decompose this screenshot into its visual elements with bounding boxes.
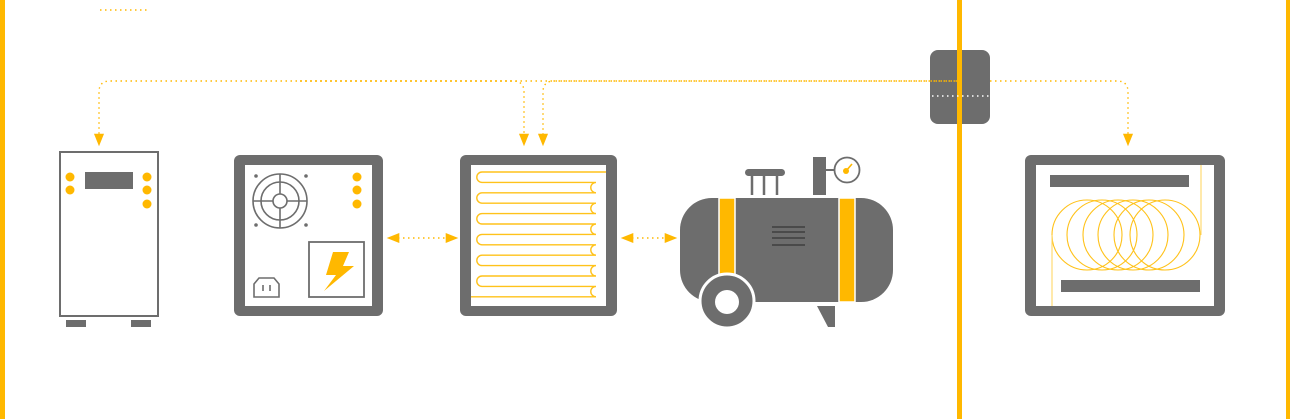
- power-socket-icon: [253, 277, 280, 298]
- coil-loop: [1066, 199, 1138, 271]
- connector-to-tower: [93, 80, 962, 147]
- divider-line: [957, 0, 962, 419]
- connector-to-induction: [990, 80, 1134, 147]
- connector-to-panel-a: [300, 80, 530, 147]
- coil-loop: [1129, 199, 1201, 271]
- right-accent-bar: [1286, 0, 1290, 419]
- fan-icon: [252, 173, 308, 229]
- lightning-icon: [324, 252, 354, 291]
- junction-box: [930, 50, 990, 124]
- coil-loop: [1097, 199, 1169, 271]
- air-compressor-icon: [680, 156, 893, 330]
- power-supply-icon: [234, 155, 383, 316]
- left-accent-bar: [0, 0, 5, 419]
- connector-to-panel-b: [537, 80, 960, 147]
- coil-loop: [1113, 199, 1185, 271]
- server-tower-icon: [59, 151, 159, 327]
- coil-loop: [1082, 199, 1154, 271]
- heating-coil-panel-icon: [460, 155, 617, 316]
- pressure-gauge-icon: [833, 156, 861, 184]
- induction-coil-icon: [1025, 155, 1225, 316]
